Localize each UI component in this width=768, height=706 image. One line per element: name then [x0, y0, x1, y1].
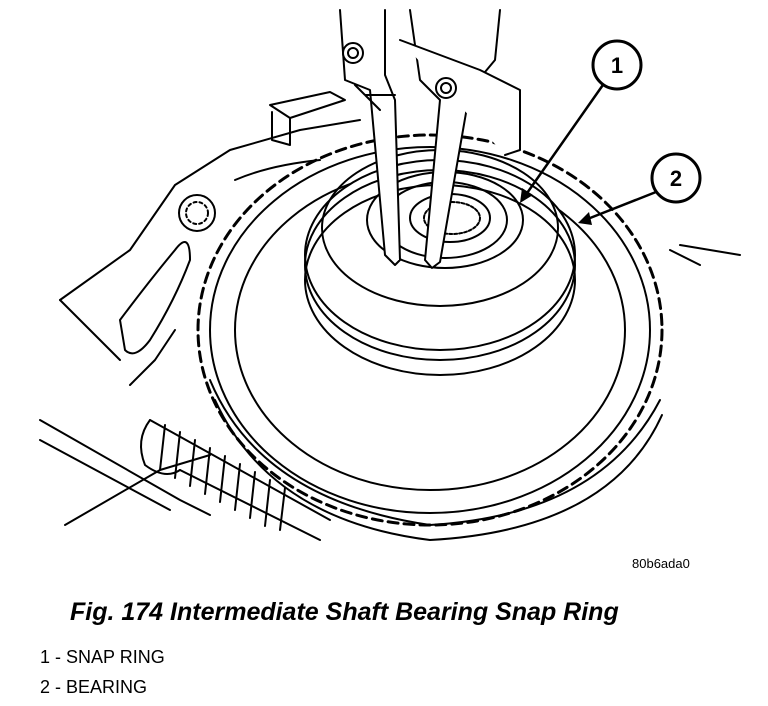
- legend-item-bearing: 2 - BEARING: [40, 677, 148, 697]
- figure-caption: Fig. 174 Intermediate Shaft Bearing Snap…: [70, 598, 619, 626]
- callout-2-arrowhead: [578, 212, 592, 225]
- intermediate-gear: [196, 133, 664, 541]
- callout-2: 2: [650, 152, 702, 204]
- legend-item-snap-ring: 1 - SNAP RING: [40, 647, 165, 667]
- gear-bearing-illustration: 1 2: [39, 9, 741, 541]
- callout-1-number: 1: [611, 53, 623, 78]
- callout-1: 1: [591, 39, 643, 91]
- callout-leaders: [523, 80, 658, 222]
- threaded-shaft: [140, 419, 331, 541]
- snap-ring-pliers: [339, 9, 521, 269]
- callout-1-arrowhead: [520, 188, 533, 203]
- legend: 1 - SNAP RING 2 - BEARING: [40, 642, 165, 702]
- image-code: 80b6ada0: [632, 556, 690, 571]
- callout-2-number: 2: [670, 166, 682, 191]
